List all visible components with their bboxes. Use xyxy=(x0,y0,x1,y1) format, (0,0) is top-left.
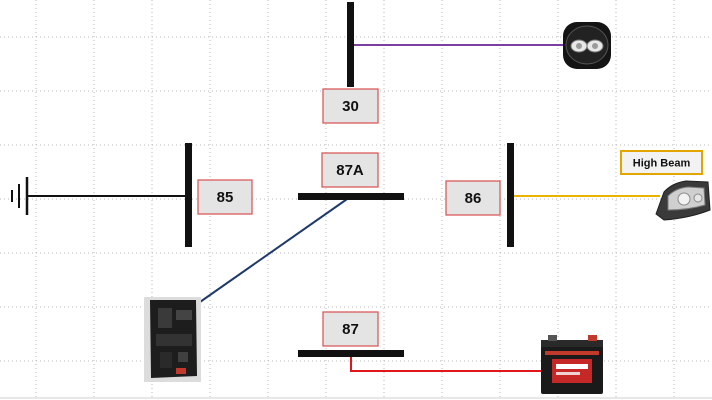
svg-text:87A: 87A xyxy=(336,162,364,179)
svg-text:87: 87 xyxy=(342,321,359,338)
svg-text:86: 86 xyxy=(465,190,482,207)
svg-text:85: 85 xyxy=(217,189,234,206)
battery-icon xyxy=(541,335,603,394)
pin-label-86: 86 xyxy=(445,180,501,216)
pin-bar-30 xyxy=(347,2,354,87)
pin-bar-87a xyxy=(298,193,404,200)
pin-label-87a: 87A xyxy=(321,152,379,188)
fog-lamp-icon xyxy=(563,22,611,69)
svg-text:30: 30 xyxy=(342,98,359,115)
ground-symbol-icon xyxy=(11,177,29,215)
pin-bar-86 xyxy=(507,143,514,247)
pin-bar-85 xyxy=(185,143,192,247)
pin-label-87: 87 xyxy=(322,311,379,347)
pin-label-85: 85 xyxy=(197,179,253,215)
pin-bar-87 xyxy=(298,350,404,357)
pin-label-30: 30 xyxy=(322,88,379,124)
svg-text:High Beam: High Beam xyxy=(633,158,691,170)
wire-87a-to-fuse-box xyxy=(199,196,351,303)
high-beam-label: High Beam xyxy=(620,150,703,175)
wire-87-to-battery xyxy=(350,354,545,372)
headlight-icon xyxy=(655,180,711,221)
fuse-box-icon xyxy=(144,297,201,382)
